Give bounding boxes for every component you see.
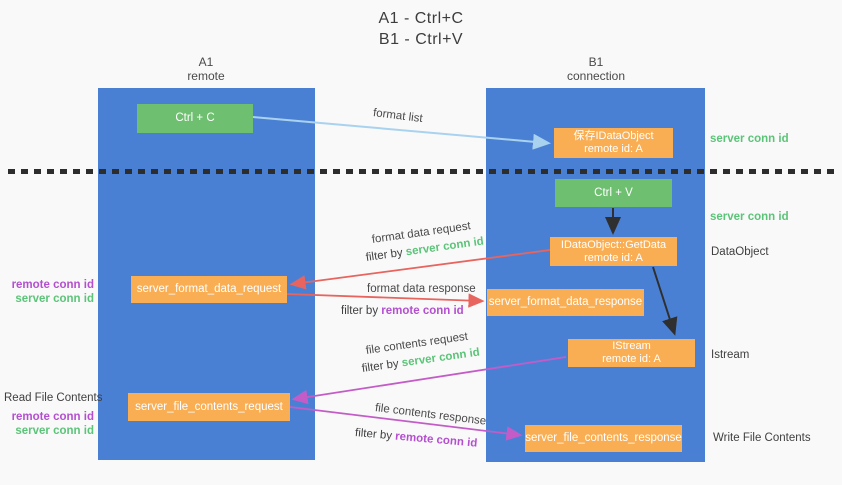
label-server-conn-id-mid-right: server conn id (710, 211, 789, 223)
dashed-divider (8, 169, 834, 174)
label-file-contents-response: file contents response (374, 402, 487, 428)
label-remote-conn-id-left-1: remote conn id (11, 279, 94, 291)
diagram-title: A1 - Ctrl+C B1 - Ctrl+V (0, 8, 842, 50)
label-remote-conn-id-left-2: remote conn id (11, 411, 94, 423)
lane-a1-name: A1 (198, 55, 214, 69)
remote-conn-id-text: remote conn id (381, 305, 464, 317)
server-file-contents-request-label: server_file_contents_request (135, 400, 283, 413)
server-file-contents-response-label: server_file_contents_response (525, 432, 682, 444)
filter-by-text: filter by (361, 357, 400, 375)
box-server-file-contents-response: server_file_contents_response (525, 425, 682, 452)
istream-line1: IStream (612, 340, 651, 352)
box-server-format-data-response: server_format_data_response (487, 289, 644, 316)
getdata-line2: remote id: A (584, 251, 643, 264)
server-format-data-request-label: server_format_data_request (136, 283, 282, 295)
box-server-file-contents-request: server_file_contents_request (128, 393, 290, 421)
box-ctrl-c: Ctrl + C (137, 104, 253, 133)
box-server-format-data-request: server_format_data_request (131, 276, 287, 303)
label-format-list: format list (372, 107, 424, 126)
label-write-file-contents: Write File Contents (713, 432, 811, 444)
lane-header-a1: A1 remote (146, 55, 266, 83)
label-server-conn-id-left-1: server conn id (15, 293, 94, 305)
filter-by-text: filter by (354, 427, 393, 443)
istream-line2: remote id: A (602, 353, 661, 365)
save-idataobject-line1: 保存IDataObject (573, 130, 654, 142)
label-format-data-response: format data response (367, 283, 476, 295)
label-server-conn-id-left-2: server conn id (15, 425, 94, 437)
save-idataobject-line2: remote id: A (584, 143, 643, 155)
label-server-conn-id-top-right: server conn id (710, 133, 789, 145)
ctrl-c-label: Ctrl + C (175, 112, 215, 124)
remote-conn-id-text: remote conn id (394, 430, 478, 450)
ctrl-v-label: Ctrl + V (594, 186, 633, 199)
lane-b1-name: B1 (588, 55, 604, 69)
lane-b1-subtitle: connection (566, 69, 626, 83)
title-line-1: A1 - Ctrl+C (378, 10, 464, 27)
lane-header-b1: B1 connection (536, 55, 656, 83)
lane-a1-subtitle: remote (187, 69, 225, 83)
label-dataobject: DataObject (711, 246, 769, 258)
getdata-line1: IDataObject::GetData (560, 238, 667, 251)
label-istream-right: Istream (711, 349, 750, 361)
title-line-2: B1 - Ctrl+V (378, 31, 464, 48)
server-format-data-response-label: server_format_data_response (488, 296, 643, 308)
box-idataobject-getdata: IDataObject::GetData remote id: A (550, 237, 677, 266)
filter-by-text: filter by (365, 246, 404, 264)
filter-by-text: filter by (341, 305, 379, 317)
box-istream: IStream remote id: A (568, 339, 695, 367)
box-save-idataobject: 保存IDataObject remote id: A (554, 128, 673, 158)
label-read-file-contents: Read File Contents (4, 392, 103, 404)
label-filter-by-remote-conn-id-1: filter by remote conn id (341, 305, 464, 318)
label-filter-by-remote-conn-id-2: filter by remote conn id (354, 427, 478, 451)
box-ctrl-v: Ctrl + V (555, 179, 672, 207)
